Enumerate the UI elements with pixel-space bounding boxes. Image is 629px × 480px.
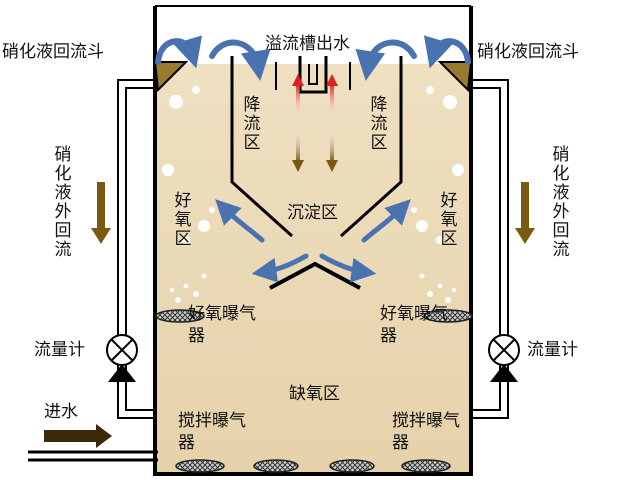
return-hopper-left xyxy=(153,61,189,93)
tank-wall xyxy=(153,6,473,476)
aerobic-aerator-left-label: 好氧曝气器 xyxy=(188,304,256,347)
down-flow-arrows-icon xyxy=(292,126,338,172)
downflow-left-label: 降流区 xyxy=(243,95,261,154)
aerobic-aerator-right-label: 好氧曝气器 xyxy=(380,304,448,347)
return-pipe-right-inner xyxy=(468,87,501,411)
return-pipe-left xyxy=(117,79,158,419)
top-flow-arrows-icon xyxy=(155,35,471,81)
v-deflector xyxy=(269,261,361,290)
aerator-aerobic-right-icon xyxy=(423,309,473,323)
flowmeter-right-label: 流量计 xyxy=(527,340,578,360)
reactor-liquid xyxy=(155,64,471,474)
return-pipe-left-inner xyxy=(125,87,158,411)
external-return-left-label: 硝化液外回流 xyxy=(54,145,72,261)
aerobic-flow-arrows-icon xyxy=(215,199,411,283)
flowmeter-left-label: 流量计 xyxy=(34,340,85,360)
downflow-right-label: 降流区 xyxy=(370,95,388,154)
aerobic-right-label: 好氧区 xyxy=(440,191,458,250)
external-return-arrow-right-icon xyxy=(515,182,535,244)
return-hopper-right-label: 硝化液回流斗 xyxy=(477,42,579,62)
return-hopper-right xyxy=(437,61,473,93)
inlet-arrow xyxy=(44,424,112,448)
flowmeter-left-icon xyxy=(106,334,138,382)
overflow-trough xyxy=(298,56,328,94)
bubbles xyxy=(162,86,464,303)
anoxic-label: 缺氧区 xyxy=(289,384,340,404)
aerator-mixing-icon xyxy=(175,459,451,473)
aerobic-left-label: 好氧区 xyxy=(174,191,192,250)
settling-label: 沉淀区 xyxy=(287,203,338,223)
flowmeter-right-icon xyxy=(488,334,520,382)
inlet-label: 进水 xyxy=(44,402,78,422)
baffle-left xyxy=(230,56,294,238)
mixing-aerator-left-label: 搅拌曝气器 xyxy=(178,411,246,454)
external-return-arrow-left-icon xyxy=(91,182,111,244)
baffle-right xyxy=(339,56,403,238)
aerator-aerobic-left-icon xyxy=(155,309,205,323)
external-return-right-label: 硝化液外回流 xyxy=(552,145,570,261)
return-pipe-right xyxy=(468,79,509,419)
overflow-trough-inner xyxy=(308,64,318,85)
return-hopper-left-label: 硝化液回流斗 xyxy=(2,42,104,62)
mixing-aerator-right-label: 搅拌曝气器 xyxy=(392,411,460,454)
overflow-outlet-label: 溢流槽出水 xyxy=(265,34,350,54)
up-flow-arrows-icon xyxy=(292,74,338,120)
